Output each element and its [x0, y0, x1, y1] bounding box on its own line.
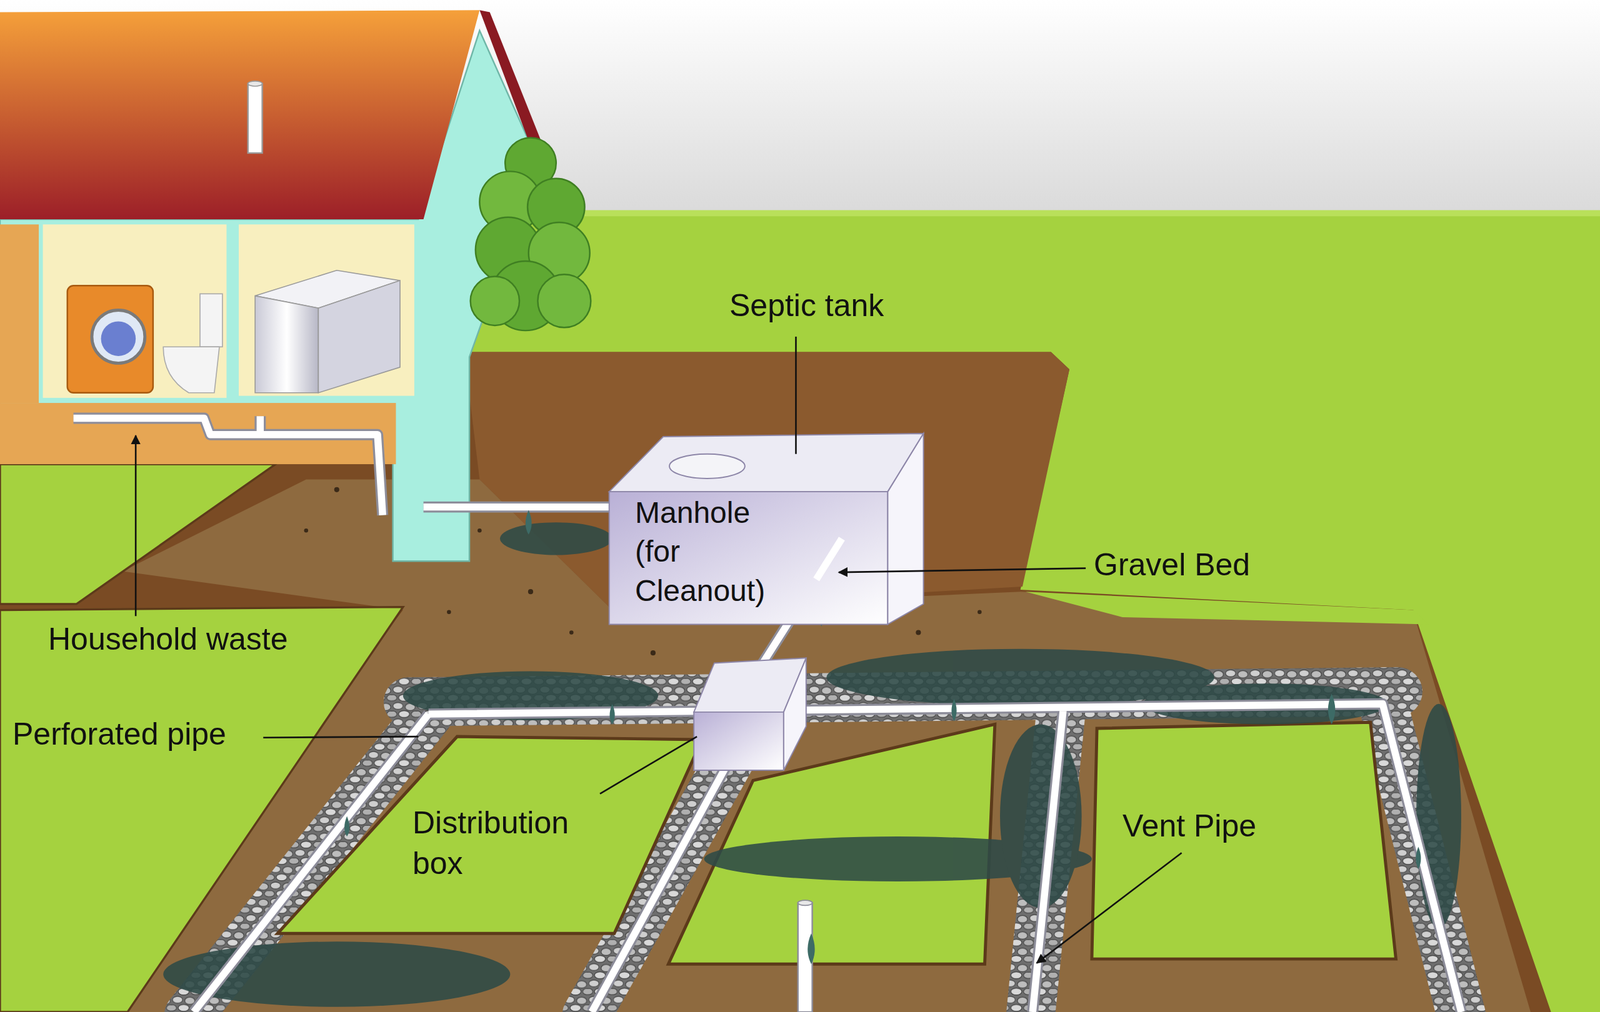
leader-line [1036, 853, 1182, 964]
pipes [73, 416, 1462, 1012]
toilet-bowl [163, 346, 220, 393]
leader-lines [135, 336, 1182, 964]
soil-dot [334, 487, 340, 493]
part-label: Household waste [48, 619, 289, 660]
part-label: Septic tank [729, 285, 884, 327]
soil-dot [528, 589, 534, 595]
soil-dot [446, 610, 452, 615]
toilet-tank [200, 293, 223, 347]
seepage [1416, 704, 1462, 929]
part-label: Vent Pipe [1122, 806, 1257, 847]
soil-dot [650, 650, 656, 656]
washing-machine-drum [101, 321, 137, 357]
tree-foliage [537, 274, 591, 328]
house-side [0, 224, 39, 404]
leader-line [838, 568, 1086, 574]
droplet [525, 510, 532, 535]
roof-vent [248, 83, 263, 154]
seepage [163, 941, 510, 1008]
roof-vent-top [248, 81, 263, 87]
droplet [807, 933, 815, 965]
washing-machine [67, 285, 154, 393]
room [238, 224, 415, 396]
part-label: Manhole (for Cleanout) [635, 493, 798, 611]
distribution-box-side [783, 658, 807, 771]
leader-line [795, 336, 797, 455]
tree [470, 137, 592, 331]
droplet [1328, 693, 1335, 725]
part-label: Gravel Bed [1093, 545, 1250, 586]
excavation-earth [0, 351, 1552, 1012]
soil-dot [977, 610, 982, 615]
bathtub-side [318, 280, 400, 394]
leader-line [135, 435, 137, 617]
part-label: Perforated pipe [12, 714, 227, 755]
droplet [1415, 846, 1421, 870]
bathtub-front [255, 296, 319, 394]
tree-foliage [470, 276, 520, 326]
lawn-island [277, 736, 702, 934]
lawn-island [1091, 722, 1397, 960]
soil-dot [304, 528, 309, 534]
septic-tank-top [609, 433, 924, 492]
pipe [73, 416, 1462, 1012]
seepage [500, 522, 613, 555]
leader-line [263, 736, 419, 739]
droplet [344, 816, 350, 837]
septic-tank-front [609, 491, 889, 625]
soil-dot [569, 630, 574, 635]
sky [0, 0, 1600, 220]
leader-line [600, 736, 697, 794]
manhole-cover [669, 454, 745, 479]
vent-pipe-top [798, 900, 813, 906]
pipe-outline [73, 416, 1462, 1012]
tank-outlet-pipe [816, 538, 842, 580]
droplet [951, 699, 957, 722]
lawn [0, 212, 1600, 1012]
soil-dot [477, 528, 482, 534]
room [43, 224, 227, 399]
washing-machine-door [91, 310, 145, 364]
part-label: Distribution box [412, 803, 619, 885]
horizon [551, 210, 1600, 217]
roof [0, 10, 480, 220]
lawn-slab [0, 464, 276, 605]
soil-dot [915, 630, 921, 635]
droplet [610, 704, 615, 725]
lawn-slab [1025, 591, 1429, 625]
septic-tank-side [887, 433, 924, 625]
distribution-box-front [693, 712, 784, 771]
